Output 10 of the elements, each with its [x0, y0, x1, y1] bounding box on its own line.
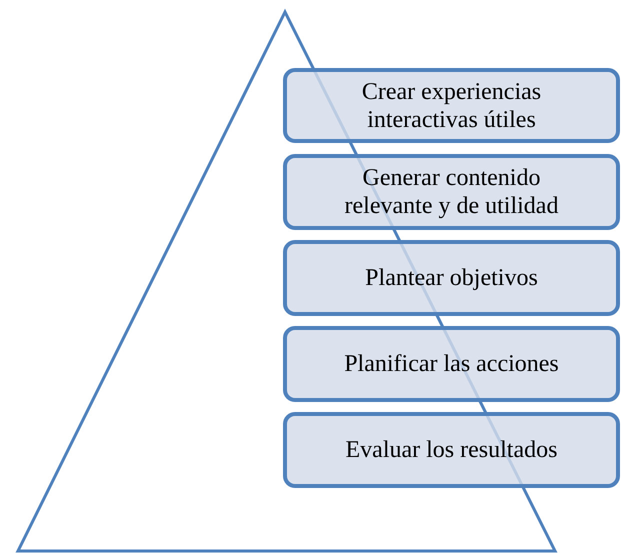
step-box [283, 154, 620, 230]
step-label: Plantear objetivos [365, 264, 538, 292]
step-box [283, 326, 620, 402]
step-label: Crear experiencias interactivas útiles [360, 78, 542, 134]
step-label: Generar contenido relevante y de utilidad [344, 164, 560, 220]
step-box [283, 412, 620, 488]
step-box [283, 240, 620, 316]
step-label: Planificar las acciones [344, 350, 559, 378]
step-box [283, 68, 620, 143]
step-label: Evaluar los resultados [346, 436, 558, 464]
